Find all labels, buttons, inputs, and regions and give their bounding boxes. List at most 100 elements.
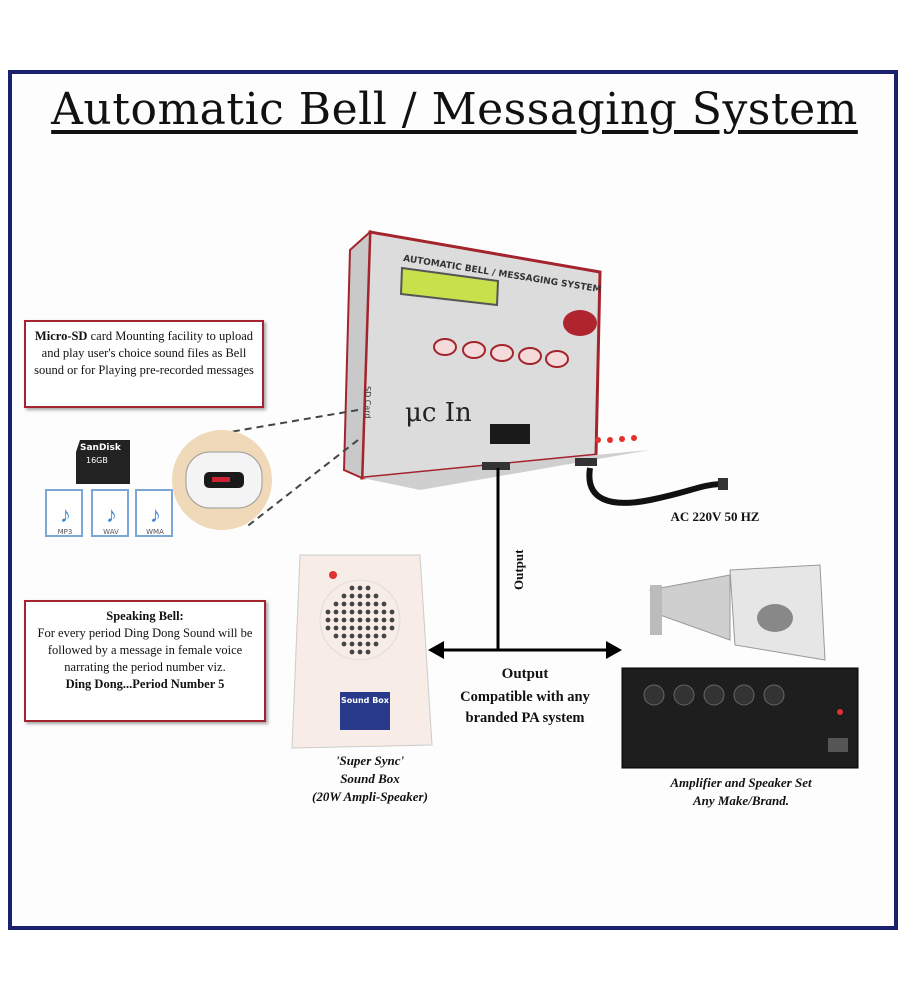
grille-hole	[365, 617, 371, 623]
mp3-file-icon	[45, 489, 83, 537]
grille-hole	[357, 601, 363, 607]
grille-hole	[389, 625, 395, 631]
grille-hole	[373, 633, 379, 639]
grille-hole	[349, 609, 355, 615]
grille-hole	[373, 601, 379, 607]
arrow-right-icon	[606, 641, 622, 659]
grille-hole	[357, 609, 363, 615]
grille-hole	[365, 609, 371, 615]
grille-hole	[381, 609, 387, 615]
svg-text:♪: ♪	[150, 502, 161, 527]
grille-hole	[341, 593, 347, 599]
grille-hole	[381, 601, 387, 607]
grille-hole	[325, 609, 331, 615]
speaking-bell-heading: Speaking Bell:	[106, 609, 184, 623]
compatibility-label: Compatible with any branded PA system	[460, 689, 590, 726]
lcd-display	[399, 266, 500, 307]
grille-hole	[357, 633, 363, 639]
speaking-bell-callout: Speaking Bell: For every period Ding Don…	[24, 600, 266, 722]
device-logo: μc In	[405, 398, 472, 428]
grille-hole	[349, 601, 355, 607]
power-cable	[586, 467, 728, 506]
grille-hole	[349, 633, 355, 639]
grille-hole	[373, 593, 379, 599]
grille-hole	[341, 633, 347, 639]
grille-hole	[325, 617, 331, 623]
card-slot	[490, 424, 530, 444]
grille-hole	[333, 633, 339, 639]
device-buttons	[433, 338, 569, 368]
grille-hole	[365, 649, 371, 655]
grille-hole	[333, 625, 339, 631]
svg-text:♪: ♪	[60, 502, 71, 527]
sound-box-caption: 'Super Sync' Sound Box (20W Ampli-Speake…	[300, 752, 440, 806]
sd-callout-text: card Mounting facility to upload and pla…	[34, 329, 254, 377]
grille-hole	[389, 609, 395, 615]
diagram-title: Automatic Bell / Messaging System	[51, 84, 858, 135]
grille-hole	[357, 593, 363, 599]
sd-slot-label: SD Card	[363, 386, 372, 419]
brand-badge-icon	[563, 310, 597, 336]
file-icons: ♪ ♪ ♪	[45, 489, 173, 537]
sd-card-brand: SanDisk	[80, 443, 121, 453]
amplifier	[621, 667, 859, 769]
speaking-bell-text: For every period Ding Dong Sound will be…	[37, 626, 253, 674]
grille-hole	[349, 585, 355, 591]
grille-hole	[381, 617, 387, 623]
grille-hole	[349, 625, 355, 631]
grille-hole	[373, 641, 379, 647]
amplifier-caption: Amplifier and Speaker Set Any Make/Brand…	[636, 774, 846, 810]
sound-box-caption-line3: (20W Ampli-Speaker)	[312, 789, 428, 804]
amplifier-caption-line1: Amplifier and Speaker Set	[670, 775, 812, 790]
svg-text:♪: ♪	[106, 502, 117, 527]
grille-hole	[341, 609, 347, 615]
grille-hole	[365, 625, 371, 631]
grille-hole	[365, 633, 371, 639]
grille-hole	[341, 625, 347, 631]
sd-card-capacity: 16GB	[86, 456, 108, 465]
grille-hole	[381, 633, 387, 639]
grille-hole	[341, 641, 347, 647]
power-label: AC 220V 50 HZ	[670, 509, 760, 524]
wma-file-icon	[135, 489, 173, 537]
grille-hole	[341, 601, 347, 607]
output-vertical-label: Output	[511, 549, 526, 590]
output-connections	[428, 468, 622, 659]
grille-hole	[357, 641, 363, 647]
grille-hole	[357, 649, 363, 655]
sound-box-caption-line2: Sound Box	[340, 771, 400, 786]
grille-hole	[349, 649, 355, 655]
sound-box-panel	[340, 692, 390, 730]
grille-hole	[349, 617, 355, 623]
sd-callout-bold: Micro-SD	[34, 329, 88, 343]
sound-box-caption-line1: 'Super Sync'	[335, 753, 405, 768]
sound-box-panel-label: Sound Box	[341, 696, 389, 705]
grille-hole	[365, 601, 371, 607]
grille-hole	[349, 641, 355, 647]
grille-hole	[373, 625, 379, 631]
grille-hole	[365, 585, 371, 591]
grille-hole	[341, 617, 347, 623]
grille-hole	[333, 601, 339, 607]
controller-device	[342, 229, 650, 490]
amplifier-caption-line2: Any Make/Brand.	[692, 793, 790, 808]
grille-hole	[333, 609, 339, 615]
grille-hole	[349, 593, 355, 599]
wav-label: WAV	[103, 528, 119, 536]
speaker-grille	[319, 579, 401, 661]
sd-slot-zoom	[172, 409, 359, 530]
sound-box	[291, 554, 433, 749]
grille-hole	[365, 593, 371, 599]
speaking-bell-example: Ding Dong...Period Number 5	[65, 677, 225, 691]
grille-hole	[357, 585, 363, 591]
grille-hole	[381, 625, 387, 631]
output-label: Output	[501, 666, 549, 682]
grille-hole	[365, 641, 371, 647]
sd-card-icon	[76, 440, 130, 484]
grille-hole	[325, 625, 331, 631]
horn-speaker	[649, 564, 826, 661]
wav-file-icon	[91, 489, 129, 537]
grille-hole	[357, 625, 363, 631]
grille-hole	[373, 609, 379, 615]
